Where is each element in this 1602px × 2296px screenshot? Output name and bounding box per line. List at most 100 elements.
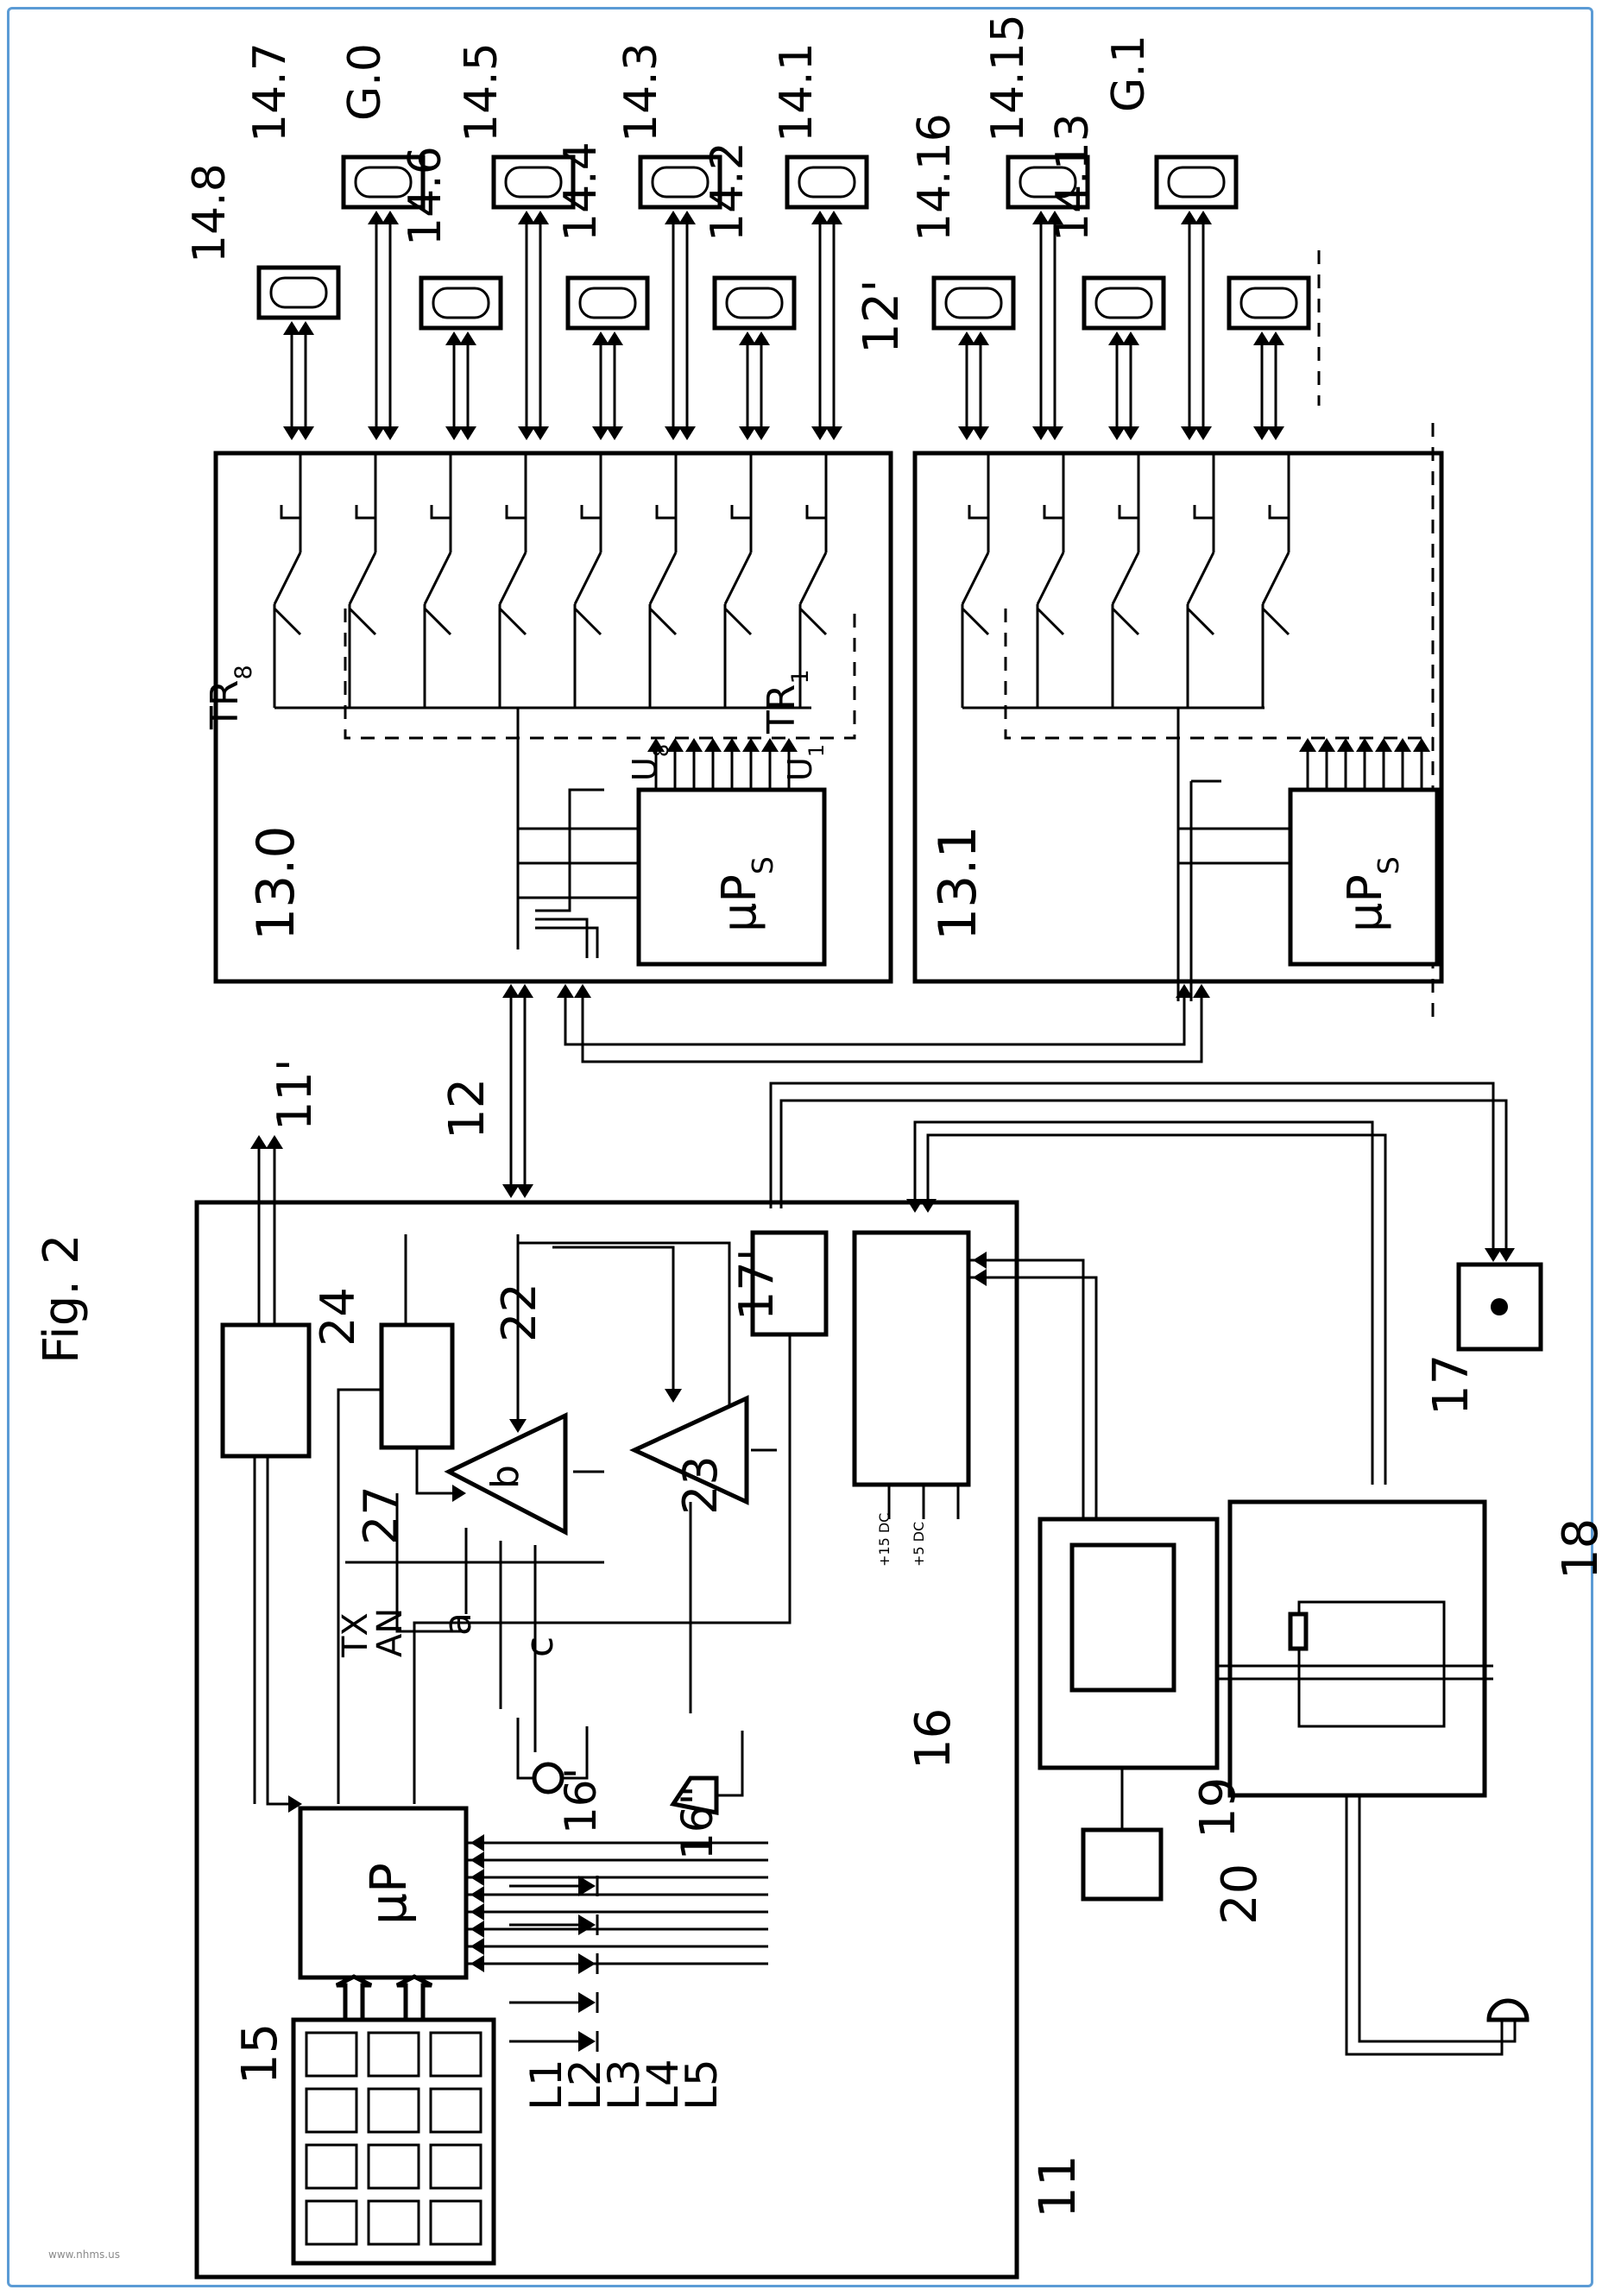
transistor bbox=[723, 607, 753, 636]
arrow-head bbox=[470, 1903, 484, 1921]
transistor bbox=[573, 607, 602, 636]
arrow-head bbox=[665, 426, 682, 440]
keypad-key bbox=[367, 2031, 420, 2078]
amp-input-label-b: b bbox=[483, 1465, 527, 1489]
led-label-L4: L4 bbox=[638, 2059, 688, 2110]
arrow-head bbox=[1394, 738, 1411, 752]
arrow-head bbox=[685, 738, 703, 752]
arrow-head bbox=[470, 1938, 484, 1955]
sensor-label-14-7: 14.7 bbox=[244, 42, 296, 142]
signal-label-an: AN bbox=[370, 1608, 410, 1657]
output-label-u8: U8 bbox=[626, 744, 673, 781]
arrow-head bbox=[382, 426, 399, 440]
arrow-head bbox=[532, 211, 549, 224]
arrow-head bbox=[592, 426, 609, 440]
arrow-head bbox=[678, 211, 696, 224]
block-27 bbox=[220, 1322, 312, 1459]
block-label-3: 23 bbox=[673, 1455, 728, 1515]
bus bbox=[535, 926, 599, 958]
block-label-2: 22 bbox=[492, 1283, 546, 1342]
mains bbox=[1358, 1795, 1517, 2043]
sensor-element bbox=[1019, 166, 1077, 199]
led-label-L1: L1 bbox=[521, 2059, 571, 2110]
transistor bbox=[1261, 552, 1290, 605]
transistor bbox=[1186, 552, 1215, 605]
transistor bbox=[1186, 607, 1215, 636]
transistor bbox=[498, 607, 527, 636]
keypad-key bbox=[367, 2199, 420, 2246]
led-icon bbox=[578, 2031, 596, 2052]
link-supply bbox=[926, 1133, 1387, 1485]
transistor bbox=[1261, 607, 1290, 636]
sensor-element bbox=[504, 166, 563, 199]
block-label-1: 24 bbox=[311, 1287, 365, 1347]
arrow-head bbox=[470, 1869, 484, 1886]
arrow-head bbox=[592, 331, 609, 345]
arrow-head bbox=[1195, 426, 1212, 440]
transformer-18 bbox=[1227, 1499, 1487, 1798]
arrow-head bbox=[1337, 738, 1354, 752]
transformer-core bbox=[1297, 1600, 1446, 1728]
speaker-icon bbox=[669, 1776, 719, 1816]
sensor-label-14-8: 14.8 bbox=[184, 163, 236, 263]
channel-contact bbox=[580, 505, 601, 520]
arrow-head bbox=[368, 426, 385, 440]
wire bbox=[516, 1718, 535, 1780]
bus-label-12p: 12' bbox=[854, 279, 910, 354]
arrow-head bbox=[647, 738, 665, 752]
amp-input-label-c: c bbox=[518, 1637, 562, 1657]
link-supply bbox=[968, 1276, 1098, 1519]
supply-block bbox=[852, 1230, 971, 1487]
arrow-head bbox=[742, 738, 760, 752]
transistor bbox=[1036, 552, 1065, 605]
wire bbox=[395, 1493, 466, 1633]
sensor-element bbox=[651, 166, 710, 199]
sensor-label-14-1: 14.1 bbox=[771, 42, 823, 142]
arrow-head bbox=[1122, 426, 1139, 440]
block-label-4: 17' bbox=[729, 1248, 784, 1321]
arrow-head bbox=[250, 1135, 268, 1149]
external-label-19: 19 bbox=[1190, 1777, 1246, 1839]
keypad-key bbox=[367, 2087, 420, 2134]
link-supply bbox=[913, 1120, 1374, 1485]
led-icon bbox=[578, 1953, 596, 1974]
channel-contact bbox=[1043, 505, 1063, 520]
keypad-key bbox=[429, 2087, 482, 2134]
transistor bbox=[273, 607, 302, 636]
link-17 bbox=[769, 1082, 1495, 1260]
transistor bbox=[1036, 607, 1065, 636]
transistor bbox=[498, 552, 527, 605]
control-lines bbox=[1004, 609, 1433, 740]
external-label-20: 20 bbox=[1212, 1864, 1268, 1925]
external-label-17: 17 bbox=[1423, 1354, 1479, 1416]
arrow-head bbox=[780, 738, 798, 752]
arrow-head bbox=[509, 1419, 527, 1433]
bus-12 bbox=[564, 988, 1186, 1046]
arrow-head bbox=[1181, 426, 1198, 440]
sensor-element bbox=[432, 287, 490, 319]
keypad-key bbox=[305, 2087, 358, 2134]
block-label-0: 27 bbox=[354, 1485, 408, 1545]
transistor bbox=[1111, 607, 1140, 636]
transistor-label-tr8: TR8 bbox=[203, 665, 257, 730]
arrow-head bbox=[1046, 426, 1063, 440]
figure-title: Fig. 2 bbox=[34, 1234, 90, 1364]
transistor bbox=[723, 552, 753, 605]
arrow-head bbox=[753, 426, 770, 440]
arrow-head bbox=[723, 738, 741, 752]
arrow-head bbox=[973, 1269, 987, 1286]
arrow-head bbox=[1485, 1248, 1502, 1262]
block-24 bbox=[379, 1322, 455, 1450]
channel-contact bbox=[1118, 505, 1138, 520]
arrow-head bbox=[1032, 211, 1050, 224]
signal-label-tx: TX bbox=[336, 1612, 375, 1658]
module-label-13-1: 13.1 bbox=[928, 825, 988, 941]
arrow-head bbox=[516, 984, 533, 998]
arrow-head bbox=[452, 1485, 466, 1502]
arrow-head bbox=[919, 1199, 937, 1213]
bus-12 bbox=[581, 988, 1203, 1063]
keypad-15 bbox=[291, 2017, 496, 2266]
arrow-head bbox=[972, 331, 989, 345]
sensor-label-14-2: 14.2 bbox=[702, 142, 754, 242]
